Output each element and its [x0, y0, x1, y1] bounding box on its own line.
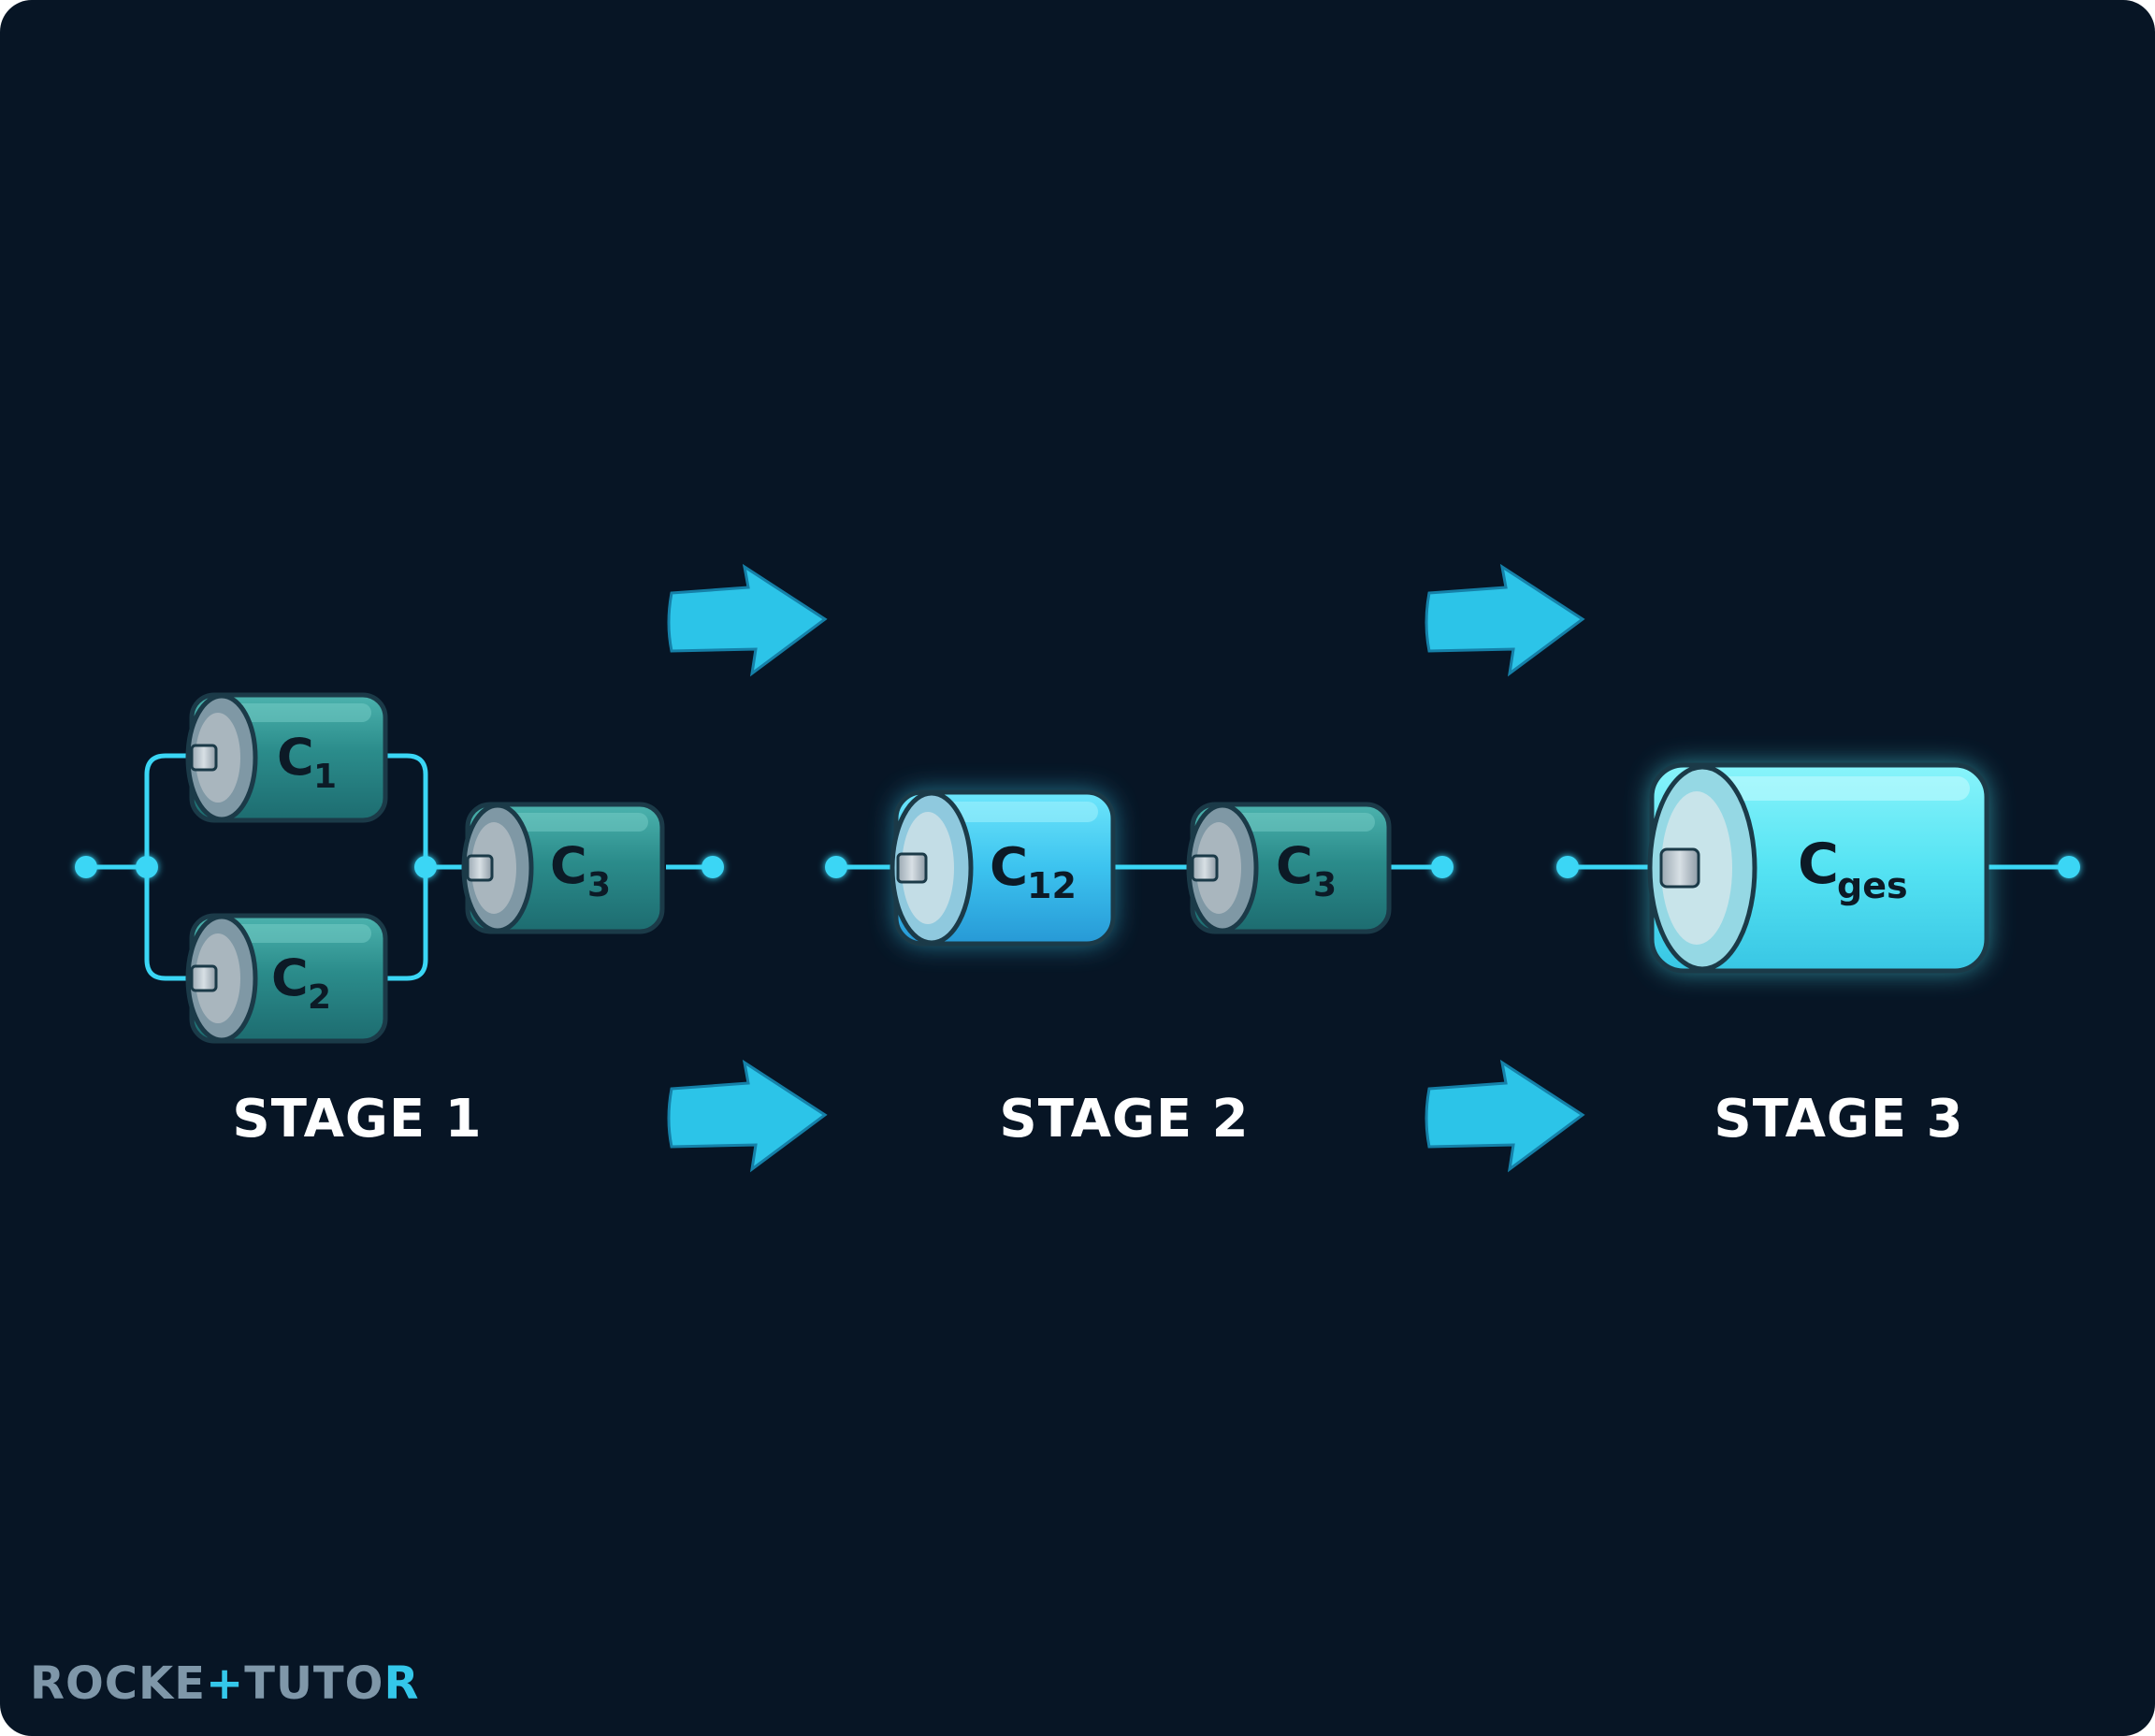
brand-logo: ROCKE+TUTOR [30, 1657, 419, 1714]
c2-label: C [271, 948, 309, 1007]
stage2-nodes [825, 856, 1454, 878]
cges-subscript: ges [1837, 865, 1908, 906]
capacitor-c12: C 12 [889, 789, 1116, 947]
c12-label: C [990, 837, 1028, 898]
c12-subscript: 12 [1027, 865, 1077, 906]
capacitor-c2: C 2 [185, 913, 388, 1044]
c3-label: C [550, 836, 587, 895]
capacitor-c3-stage1: C 3 [461, 802, 665, 934]
stage3-nodes [1556, 856, 2080, 878]
arrow-right-icon [667, 563, 828, 677]
capacitor-cges: C ges [1647, 762, 1989, 974]
capacitor-c1: C 1 [185, 692, 388, 823]
c1-subscript: 1 [313, 758, 337, 796]
cges-label: C [1798, 832, 1839, 897]
stage-2-label: STAGE 2 [999, 1089, 1250, 1150]
capacitor-c3-stage2: C 3 [1186, 802, 1392, 934]
stage-1-label: STAGE 1 [232, 1089, 483, 1150]
c2-subscript: 2 [308, 978, 331, 1017]
terminal-dot [825, 856, 847, 878]
logo-text-part3: R [383, 1657, 420, 1710]
stage-3-label: STAGE 3 [1714, 1089, 1964, 1150]
terminal-dot [2058, 856, 2080, 878]
arrow-right-icon [1425, 1059, 1585, 1173]
c3-subscript: 3 [587, 866, 611, 904]
terminal-dot [75, 856, 97, 878]
logo-text-part1: ROCKE [30, 1657, 206, 1710]
stage1-nodes [75, 856, 724, 878]
c3-label: C [1276, 836, 1313, 895]
c1-label: C [277, 728, 314, 787]
arrow-right-icon [1425, 563, 1585, 677]
logo-plus: + [205, 1657, 245, 1710]
terminal-dot [701, 856, 724, 878]
terminal-dot [1431, 856, 1454, 878]
junction-dot [136, 856, 158, 878]
terminal-dot [1556, 856, 1579, 878]
arrow-right-icon [667, 1059, 828, 1173]
junction-dot [414, 856, 437, 878]
c3-subscript: 3 [1313, 866, 1337, 904]
transition-arrows [667, 563, 1585, 1173]
logo-text-part2: TUTO [244, 1657, 384, 1710]
